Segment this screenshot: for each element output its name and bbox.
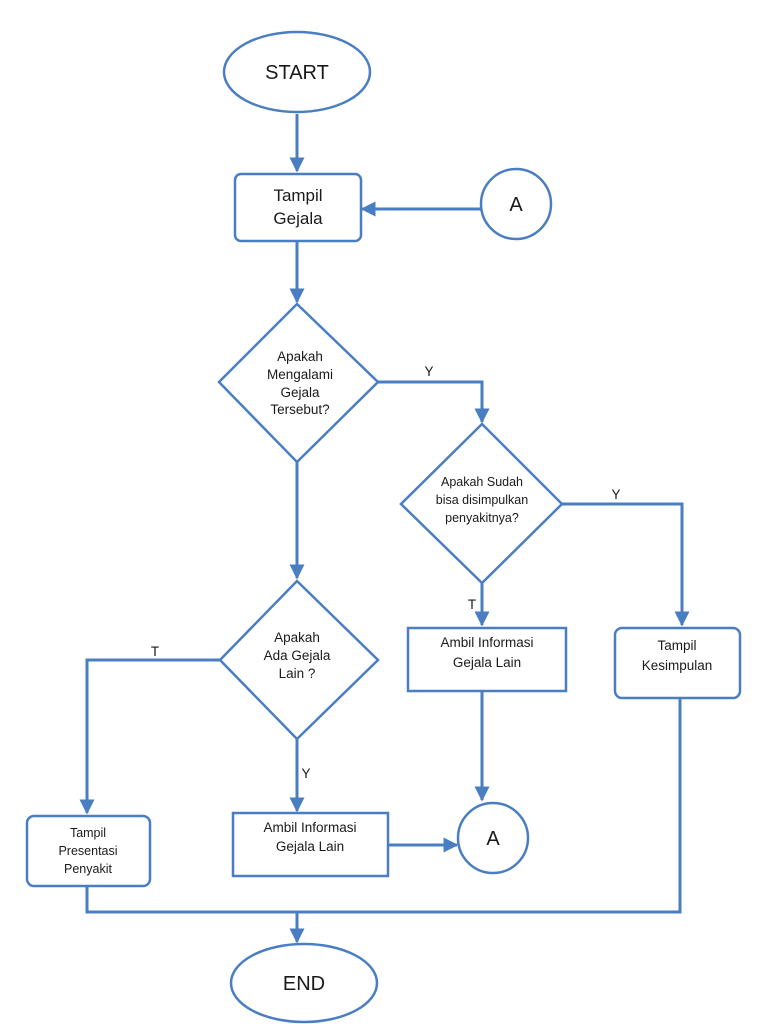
connector-a-top: A <box>479 167 553 241</box>
ambil-info-right-line-2: Gejala Lain <box>453 655 521 670</box>
decision-mengalami-gejala: Apakah Mengalami Gejala Tersebut? <box>217 302 380 464</box>
decision-sudah-disimpulkan: Apakah Sudah bisa disimpulkan penyakitny… <box>399 422 564 585</box>
tampil-gejala-line-1: Tampil <box>273 186 322 205</box>
decision-ada-gejala-lain: Apakah Ada Gejala Lain ? <box>218 579 380 741</box>
ambil-info-right-process: Ambil Informasi Gejala Lain <box>406 626 568 693</box>
start-label: START <box>265 62 329 84</box>
end-terminal: END <box>229 942 379 1024</box>
ambil-info-bottom-process: Ambil Informasi Gejala Lain <box>231 811 390 878</box>
tampil-presentasi-line-3: Penyakit <box>64 862 112 876</box>
ambil-info-bottom-line-1: Ambil Informasi <box>263 820 356 835</box>
tampil-presentasi-line-2: Presentasi <box>58 844 117 858</box>
label-yes-disimpulkan: Y <box>611 487 620 502</box>
decision-gejala-lain-line-3: Lain ? <box>279 666 316 681</box>
line-kesimpulan-to-merge <box>297 698 682 914</box>
tampil-presentasi-process: Tampil Presentasi Penyakit <box>25 814 152 888</box>
decision-gejala-lain-line-2: Ada Gejala <box>264 648 331 663</box>
label-no-disimpulkan: T <box>468 597 476 612</box>
decision-mengalami-line-2: Mengalami <box>267 367 333 382</box>
label-yes-gejala-lain: Y <box>301 766 310 781</box>
start-terminal: START <box>222 30 372 114</box>
ambil-info-right-line-1: Ambil Informasi <box>440 635 533 650</box>
arrow-q-gejala-lain-to-tampil-presentasi <box>79 658 220 815</box>
decision-gejala-lain-line-1: Apakah <box>274 630 320 645</box>
connector-a-top-label: A <box>509 194 523 216</box>
decision-mengalami-line-4: Tersebut? <box>270 402 329 417</box>
connector-a-bottom-label: A <box>486 828 500 850</box>
tampil-gejala-process: Tampil Gejala <box>233 172 363 243</box>
end-label: END <box>283 973 325 995</box>
label-no-gejala-lain: T <box>151 644 159 659</box>
line-presentasi-to-merge <box>85 886 297 914</box>
ambil-info-bottom-line-2: Gejala Lain <box>276 839 344 854</box>
decision-disimpulkan-line-1: Apakah Sudah <box>441 475 523 489</box>
decision-mengalami-line-1: Apakah <box>277 349 323 364</box>
arrow-q-mengalami-to-q-disimpulkan <box>378 380 490 424</box>
tampil-kesimpulan-process: Tampil Kesimpulan <box>613 626 742 700</box>
tampil-gejala-line-2: Gejala <box>273 209 323 228</box>
decision-disimpulkan-line-2: bisa disimpulkan <box>436 493 528 507</box>
tampil-presentasi-line-1: Tampil <box>70 826 106 840</box>
connector-a-bottom: A <box>456 801 530 875</box>
decision-mengalami-line-3: Gejala <box>280 385 320 400</box>
label-yes-mengalami: Y <box>424 364 433 379</box>
arrow-q-disimpulkan-to-tampil-kesimpulan <box>562 502 690 627</box>
tampil-kesimpulan-line-2: Kesimpulan <box>642 658 713 673</box>
connector-lines <box>79 114 690 944</box>
decision-disimpulkan-line-3: penyakitnya? <box>445 511 519 525</box>
tampil-kesimpulan-line-1: Tampil <box>657 638 696 653</box>
